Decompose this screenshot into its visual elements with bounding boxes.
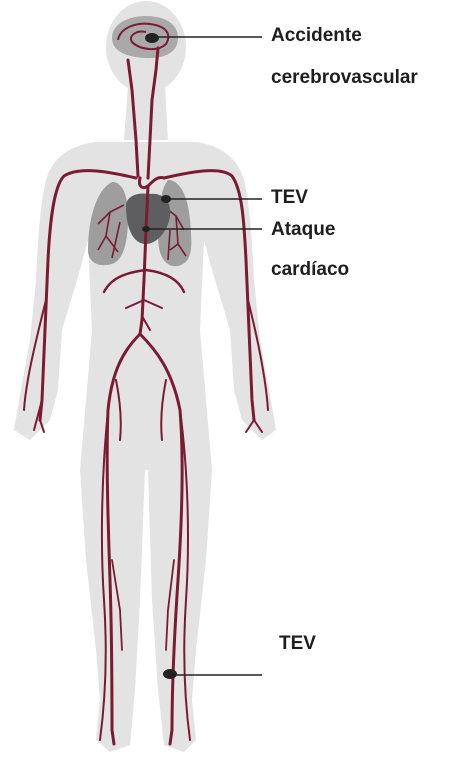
label-tev-lung: TEV [271,187,308,209]
label-stroke-line2: cerebrovascular [271,67,418,89]
label-tev-leg: TEV [279,633,316,655]
label-heart-attack-line2: cardíaco [271,259,349,281]
neck [124,86,168,140]
label-heart-attack-line1: Ataque [271,219,335,241]
clot-brain [145,33,159,43]
body-silhouette [14,1,276,752]
label-stroke-line1: Accidente [271,25,362,47]
clot-leg [163,669,177,679]
